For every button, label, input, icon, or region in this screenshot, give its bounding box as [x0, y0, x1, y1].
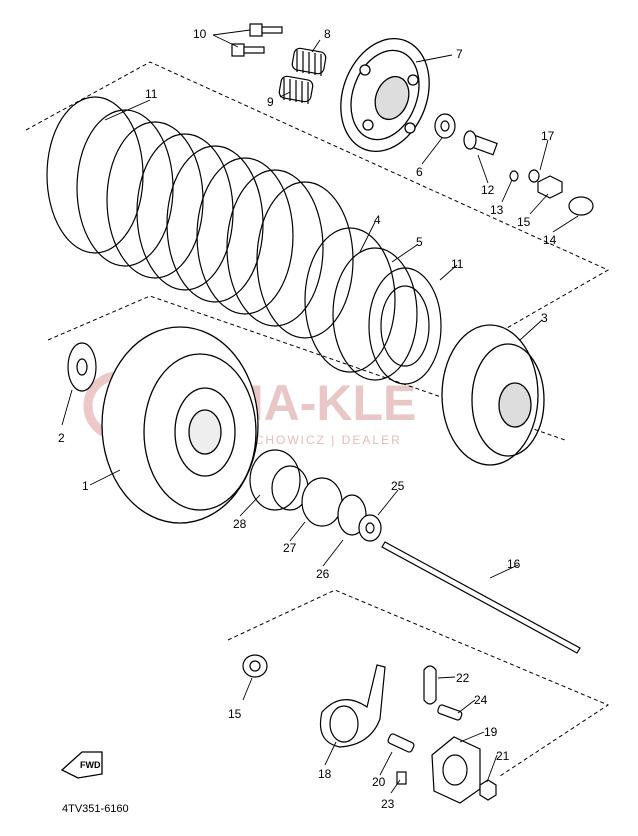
callout-14: 14 — [543, 233, 557, 247]
callout-2: 2 — [58, 431, 65, 445]
clutch-plates-frame — [25, 61, 610, 341]
callout-9: 9 — [267, 95, 274, 109]
collar — [301, 477, 343, 527]
needle-bearing — [249, 449, 301, 511]
friction-plate-4 — [304, 227, 396, 373]
push-lever-assembly — [242, 654, 497, 804]
callout-22: 21 — [496, 749, 510, 763]
push-lever-frame — [227, 589, 610, 777]
callout-25: 24 — [474, 693, 488, 707]
clutch-plate-11 — [368, 267, 442, 385]
callout-5: 5 — [416, 235, 423, 249]
callout-17: 16 — [507, 557, 521, 571]
callout-1: 1 — [82, 479, 89, 493]
bearing — [434, 113, 456, 139]
washer-18 — [528, 169, 540, 183]
callouts: 10 8 9 7 11 17 6 12 13 15 14 4 5 11 3 2 … — [58, 27, 557, 811]
clutch-boss-frame — [47, 295, 566, 441]
fwd-arrow: FWD — [60, 751, 103, 779]
clutch-bolts — [231, 23, 283, 57]
callout-13: 13 — [490, 203, 504, 217]
thrust-washer — [67, 342, 97, 392]
callout-21: 20 — [372, 775, 386, 789]
washer-13 — [509, 170, 519, 182]
callout-7: 7 — [456, 47, 463, 61]
fwd-label: FWD — [80, 760, 101, 770]
primary-driven-gear — [101, 326, 259, 524]
pressure-plate — [340, 37, 430, 153]
callout-28: 27 — [283, 541, 297, 555]
callout-11-mid: 11 — [451, 257, 464, 271]
callout-27: 26 — [316, 567, 330, 581]
nut-15 — [537, 175, 563, 199]
callout-11-top: 11 — [145, 87, 158, 101]
boss-bearing-parts — [249, 449, 382, 542]
callout-4: 4 — [374, 213, 381, 227]
callout-26: 25 — [391, 479, 405, 493]
screw-21 — [387, 733, 415, 753]
clutch-plate-5 — [332, 247, 418, 381]
diagram-code: 4TV351-6160 — [62, 803, 129, 815]
callout-10: 10 — [193, 27, 207, 41]
pin-25 — [437, 704, 463, 721]
callout-12: 12 — [481, 183, 495, 197]
leader-lines — [61, 29, 579, 794]
small-hardware — [434, 113, 594, 216]
lock-washer — [568, 196, 594, 216]
callout-6: 6 — [416, 165, 423, 179]
callout-29: 28 — [233, 517, 247, 531]
assembly-frames — [25, 61, 610, 777]
callout-3: 3 — [541, 311, 548, 325]
callout-16: 15 — [228, 707, 242, 721]
callout-8: 8 — [324, 27, 331, 41]
clutch-springs — [278, 47, 327, 104]
callout-18: 17 — [541, 129, 555, 143]
callout-24: 23 — [381, 797, 395, 811]
bolt-24 — [396, 771, 407, 785]
nut-22 — [479, 779, 497, 801]
callout-19: 18 — [318, 767, 332, 781]
clutch-plate-stack — [46, 96, 442, 385]
spring-23 — [423, 665, 437, 705]
callout-15: 15 — [517, 215, 531, 229]
callout-23: 22 — [456, 671, 470, 685]
callout-20: 19 — [484, 725, 498, 739]
push-rod — [381, 541, 581, 654]
clutch-boss — [441, 324, 545, 466]
